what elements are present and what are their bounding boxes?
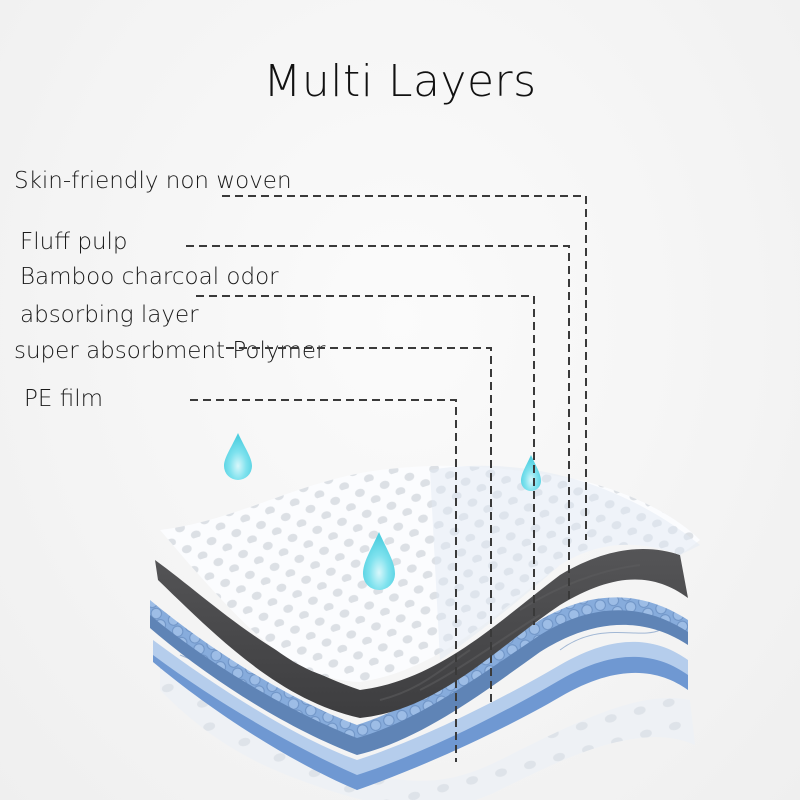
- label-super-absorbent-polymer: super absorbment Polymer: [14, 338, 326, 364]
- page-title: Multi Layers: [263, 56, 537, 107]
- leader-line-fluff-pulp: [186, 245, 570, 600]
- leader-line-skin-friendly: [222, 195, 587, 540]
- water-drop-icon-left: [224, 433, 252, 480]
- label-pe-film: PE film: [24, 386, 103, 412]
- leader-line-sap: [226, 347, 492, 705]
- label-skin-friendly-non-woven: Skin-friendly non woven: [14, 168, 292, 194]
- leader-line-bamboo-charcoal: [196, 295, 535, 625]
- label-fluff-pulp: Fluff pulp: [20, 229, 128, 255]
- label-absorbing-layer: absorbing layer: [20, 302, 199, 328]
- water-drop-icon-center: [363, 532, 395, 590]
- leader-line-pe-film: [190, 399, 457, 762]
- sap-layer: [150, 597, 688, 755]
- leader-lines: [186, 195, 587, 762]
- non-woven-layer: [160, 465, 700, 682]
- water-drop-icon-right: [521, 455, 541, 491]
- pe-film-layer: [160, 660, 695, 800]
- label-bamboo-charcoal: Bamboo charcoal odor: [20, 264, 279, 290]
